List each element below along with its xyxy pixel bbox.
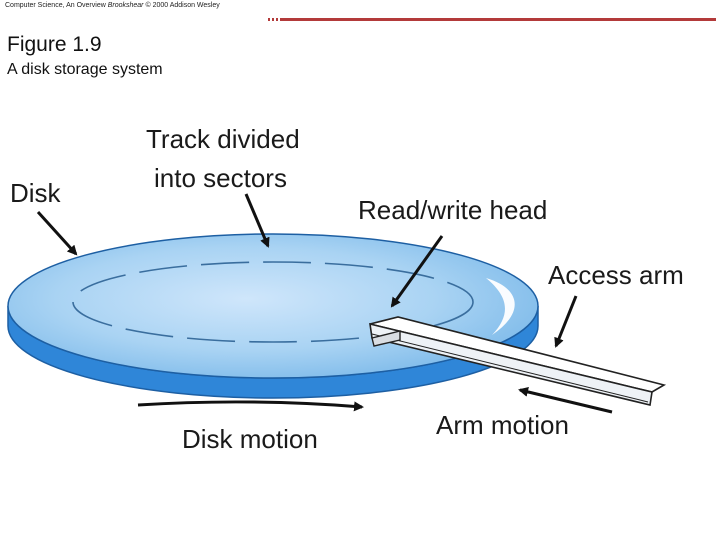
header-text: Computer Science, An Overview — [5, 2, 108, 9]
track-label-line1: Track divided — [146, 124, 300, 154]
track-arrow — [244, 193, 270, 248]
arm-stripe — [371, 333, 649, 403]
access-arm — [369, 316, 667, 406]
header-author: Brookshear — [107, 2, 144, 9]
read-write-head-label: Read/write head — [358, 195, 547, 225]
access-arm-label: Access arm — [548, 260, 684, 290]
arm-motion-arrow — [518, 386, 613, 414]
slide-header: Computer Science, An Overview Brookshear… — [5, 2, 220, 9]
track-label-line2: into sectors — [154, 163, 287, 193]
disk-track — [72, 261, 474, 343]
header-rule — [280, 18, 716, 21]
disk-platter — [7, 233, 539, 399]
arm-motion-label: Arm motion — [436, 410, 569, 440]
disk-arrow — [36, 210, 78, 256]
disk-motion-arrow — [137, 400, 364, 412]
disk-label: Disk — [10, 178, 62, 208]
read-write-head — [371, 330, 401, 347]
figure-caption: A disk storage system — [7, 61, 163, 78]
disk-motion-label: Disk motion — [182, 424, 318, 454]
header-copyright: © 2000 Addison Wesley — [143, 2, 220, 9]
read-write-head-arrow — [390, 235, 444, 308]
header-rule-dots — [268, 18, 280, 21]
arm-front — [369, 322, 653, 406]
disk-highlight — [486, 278, 515, 335]
figure-title: Figure 1.9 — [7, 33, 102, 56]
access-arm-arrow — [554, 295, 578, 348]
